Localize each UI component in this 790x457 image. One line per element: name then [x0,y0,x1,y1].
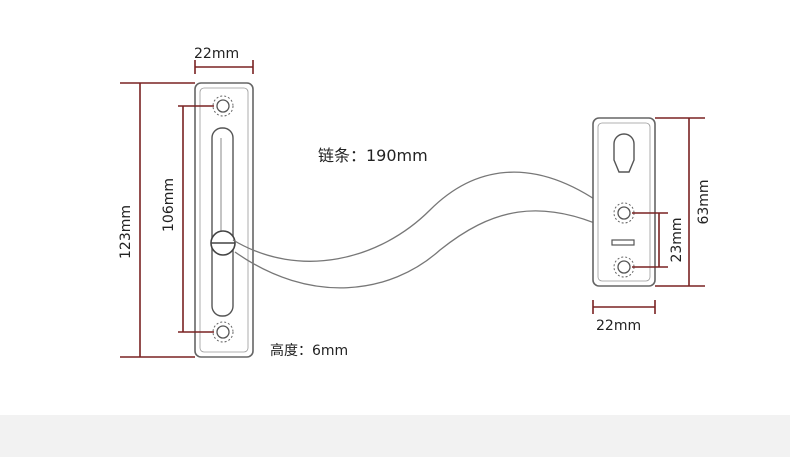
keeper-height-label: 63mm [696,179,712,224]
chain-length-label: 链条：190mm [318,146,428,165]
slide-plate [194,82,254,358]
slider-knob [210,230,236,256]
keeper-width-label: 22mm [596,318,641,334]
chain [232,171,616,289]
dimension-lines [120,60,705,358]
screw-hole-top [212,95,234,117]
bottom-band [0,415,790,457]
plate-height-label: 123mm [118,205,134,259]
keeper-plate [592,117,656,287]
screw-hole-bottom [212,321,234,343]
hole-spacing-label: 106mm [161,178,177,232]
plate-width-label: 22mm [194,46,239,62]
keyhole [613,133,635,173]
keeper-slot [611,239,635,246]
thickness-label: 高度：6mm [270,342,348,359]
keeper-hole-spacing-label: 23mm [669,217,685,262]
